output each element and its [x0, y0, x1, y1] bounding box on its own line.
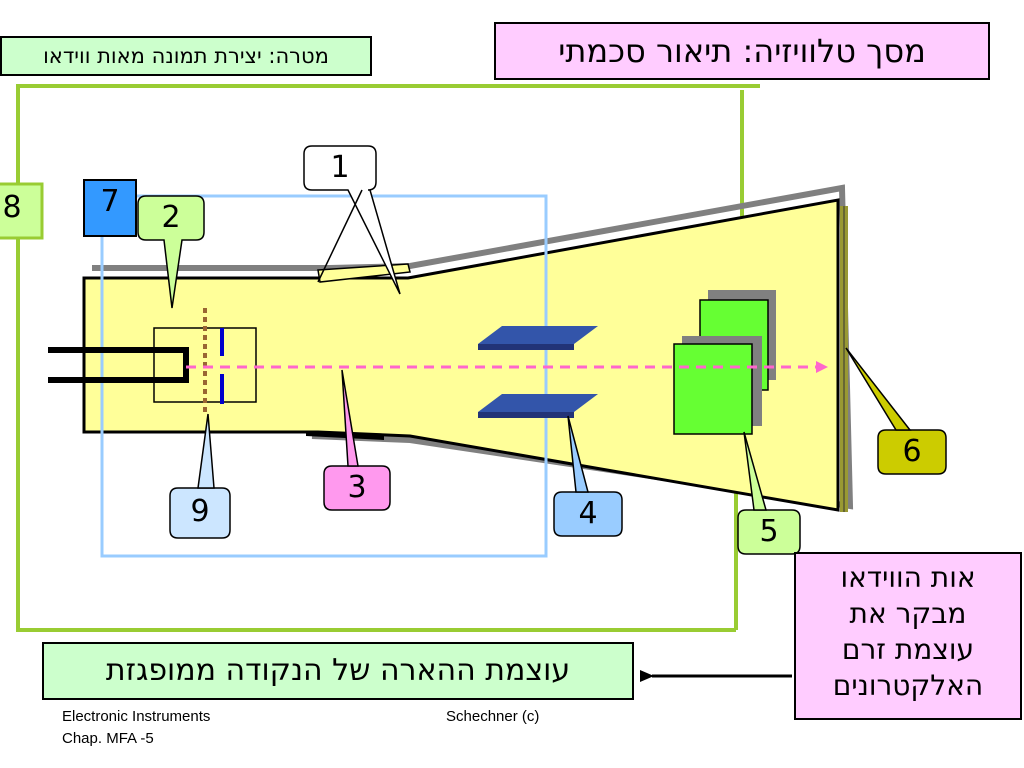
- callout-4-pointer: [567, 415, 589, 493]
- deflection-plate-top-side: [478, 344, 574, 350]
- callout-3: [323, 465, 391, 511]
- deflection-plate-bottom-side: [478, 412, 574, 418]
- callout-5: [737, 509, 801, 555]
- callout-1: [303, 145, 401, 295]
- callout-1-pointer-b: [317, 189, 363, 283]
- callout-9: [169, 487, 231, 539]
- callout-6: [877, 429, 947, 475]
- callout-9-label: 9: [190, 494, 210, 529]
- square-7: [83, 179, 137, 237]
- footer-chapter: Chap. MFA -5: [62, 730, 154, 747]
- neck-detail-bottom: [306, 432, 384, 440]
- callout-1-label: 1: [330, 150, 350, 185]
- frame-8: [16, 84, 760, 632]
- gun-pins: [48, 347, 189, 383]
- note-line-3: עוצמת זרם: [841, 633, 975, 666]
- footer-author: Schechner (c): [446, 708, 540, 725]
- callout-3-pointer: [341, 369, 359, 467]
- callout-5-pointer: [743, 431, 767, 511]
- callout-2-label: 2: [161, 200, 181, 235]
- goal-box: מטרה: יצירת תמונה מאות ווידאו: [0, 36, 372, 76]
- callout-2: [137, 195, 205, 309]
- callout-3-label: 3: [347, 470, 367, 505]
- callout-4: [553, 491, 623, 537]
- note-line-2: מבקר את: [849, 597, 967, 630]
- callout-5-label: 5: [759, 514, 779, 549]
- box-8: [0, 182, 44, 240]
- slide-title: מסך טלוויזיה: תיאור סכמתי: [494, 22, 990, 80]
- deflection-plate-bottom: [478, 394, 598, 412]
- callout-4-label: 4: [578, 496, 598, 531]
- note-line-4: האלקטרונים: [832, 669, 984, 702]
- callout-7-label: 7: [100, 184, 120, 219]
- callout-6-pointer: [845, 347, 912, 431]
- footer-course: Electronic Instruments: [62, 708, 211, 725]
- deflection-frame: [100, 194, 548, 558]
- video-signal-note: אות הווידאו מבקר את עוצמת זרם האלקטרונים: [794, 552, 1022, 720]
- tube-shadow: [92, 184, 854, 510]
- result-box: עוצמת ההארה של הנקודה ממופגזת: [42, 642, 634, 700]
- deflection-plate-top: [478, 326, 598, 344]
- note-line-1: אות הווידאו: [840, 561, 976, 594]
- callout-8-label: 8: [2, 190, 22, 225]
- callout-9-pointer: [197, 413, 215, 489]
- callout-6-label: 6: [902, 434, 922, 469]
- coil-front: [673, 343, 753, 435]
